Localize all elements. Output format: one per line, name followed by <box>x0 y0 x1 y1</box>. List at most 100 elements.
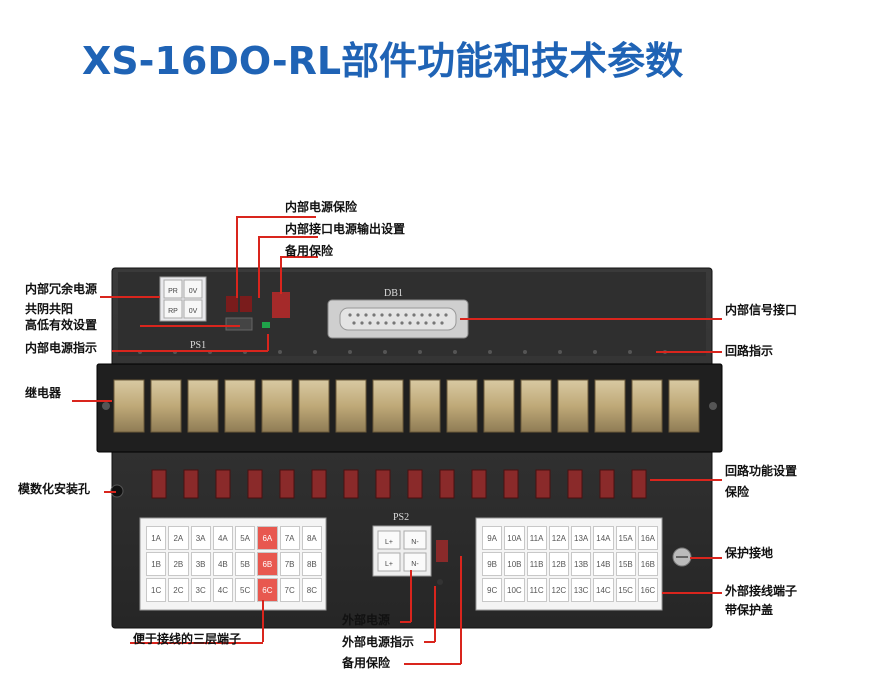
ps2-fuse <box>436 540 448 562</box>
callout-line <box>267 334 269 351</box>
left-terminal-5A: 5A <box>235 526 256 550</box>
callout-line <box>258 236 260 298</box>
callout-line <box>650 479 722 481</box>
left-terminal-5B: 5B <box>235 552 256 576</box>
right-terminal-13B: 13B <box>571 552 592 576</box>
callout-line <box>662 592 722 594</box>
ps1-cell-2: 0V <box>189 288 198 295</box>
label-external-power-indicator: 外部电源指示 <box>342 635 415 649</box>
left-terminal-8C: 8C <box>301 578 322 602</box>
callout-line <box>236 216 316 218</box>
callout-line <box>460 318 722 320</box>
right-terminal-12A: 12A <box>548 526 569 550</box>
callout-line <box>262 600 264 642</box>
fuse-internal-power <box>226 296 238 312</box>
callout-line <box>400 621 411 623</box>
power-led <box>262 322 270 328</box>
left-terminal-1C: 1C <box>146 578 167 602</box>
left-terminal-7A: 7A <box>279 526 300 550</box>
callout-line <box>72 400 112 402</box>
callout-line <box>258 236 318 238</box>
left-terminal-5C: 5C <box>235 578 256 602</box>
right-terminal-9C: 9C <box>482 578 503 602</box>
label-relay: 继电器 <box>25 386 62 400</box>
ps1-cell-3: RP <box>168 308 178 315</box>
callout-line <box>280 256 282 294</box>
left-terminal-4B: 4B <box>212 552 233 576</box>
left-terminal-6B: 6B <box>257 552 278 576</box>
right-terminal-11B: 11B <box>526 552 547 576</box>
left-terminal-6C: 6C <box>257 578 278 602</box>
left-terminal-7B: 7B <box>279 552 300 576</box>
label-internal-power-fuse: 内部电源保险 <box>285 200 358 214</box>
callout-line <box>130 642 263 644</box>
right-terminal-9A: 9A <box>482 526 503 550</box>
callout-line <box>140 325 240 327</box>
left-terminal-2A: 2A <box>168 526 189 550</box>
label-redundant-power: 内部冗余电源 <box>25 282 98 296</box>
label-external-terminal: 外部接线端子 <box>725 584 798 598</box>
label-loop-function-setting: 回路功能设置 <box>725 464 798 478</box>
label-common-cathode-anode: 共阴共阳 <box>25 302 74 316</box>
label-with-cover: 带保护盖 <box>725 603 774 617</box>
ps2-label: PS2 <box>393 512 409 523</box>
left-terminal-8B: 8B <box>301 552 322 576</box>
right-terminal-15C: 15C <box>615 578 636 602</box>
ps1-cell-4: 0V <box>189 308 198 315</box>
left-terminal-2B: 2B <box>168 552 189 576</box>
right-terminal-16B: 16B <box>637 552 658 576</box>
label-internal-iface-power-setting: 内部接口电源输出设置 <box>285 222 406 236</box>
left-terminal-4A: 4A <box>212 526 233 550</box>
callout-line <box>424 641 435 643</box>
right-terminal-15B: 15B <box>615 552 636 576</box>
relays <box>113 379 700 433</box>
left-terminal-3A: 3A <box>190 526 211 550</box>
right-terminal-14B: 14B <box>593 552 614 576</box>
callout-line <box>656 351 722 353</box>
callout-line <box>112 350 268 352</box>
callout-line <box>434 586 436 642</box>
label-fuse: 保险 <box>725 485 750 499</box>
callout-line <box>690 557 722 559</box>
callout-line <box>404 663 461 665</box>
right-terminal-13C: 13C <box>571 578 592 602</box>
label-modular-mount-hole: 模数化安装孔 <box>18 482 91 496</box>
left-terminal-2C: 2C <box>168 578 189 602</box>
right-terminal-16A: 16A <box>637 526 658 550</box>
fuse-spare-top <box>272 292 290 318</box>
right-terminal-12C: 12C <box>548 578 569 602</box>
callout-line <box>460 556 462 664</box>
left-terminal-6A: 6A <box>257 526 278 550</box>
left-terminal-8A: 8A <box>301 526 322 550</box>
left-terminal-7C: 7C <box>279 578 300 602</box>
right-terminal-10B: 10B <box>504 552 525 576</box>
left-terminal-3C: 3C <box>190 578 211 602</box>
ps2-cell-1: L+ <box>385 539 393 546</box>
ps1-label: PS1 <box>190 340 206 351</box>
jumper-block <box>225 317 253 331</box>
right-terminal-12B: 12B <box>548 552 569 576</box>
right-terminal-15A: 15A <box>615 526 636 550</box>
left-terminal-1B: 1B <box>146 552 167 576</box>
left-terminal-1A: 1A <box>146 526 167 550</box>
right-terminal-13A: 13A <box>571 526 592 550</box>
fuse-iface-setting <box>240 296 252 312</box>
right-terminal-10A: 10A <box>504 526 525 550</box>
ps2-cell-2: N- <box>411 539 419 546</box>
label-loop-indicator: 回路指示 <box>725 344 774 358</box>
right-terminal-16C: 16C <box>637 578 658 602</box>
label-three-layer-terminal: 便于接线的三层端子 <box>133 632 242 646</box>
callout-line <box>100 296 160 298</box>
callout-line <box>280 256 318 258</box>
loop-function-fuses <box>151 469 647 499</box>
label-internal-signal-interface: 内部信号接口 <box>725 303 798 317</box>
left-terminal-3B: 3B <box>190 552 211 576</box>
right-terminal-14A: 14A <box>593 526 614 550</box>
ps1-cell-1: PR <box>168 288 178 295</box>
right-terminal-10C: 10C <box>504 578 525 602</box>
label-internal-power-indicator: 内部电源指示 <box>25 341 98 355</box>
left-terminal-4C: 4C <box>212 578 233 602</box>
callout-line <box>410 570 412 622</box>
